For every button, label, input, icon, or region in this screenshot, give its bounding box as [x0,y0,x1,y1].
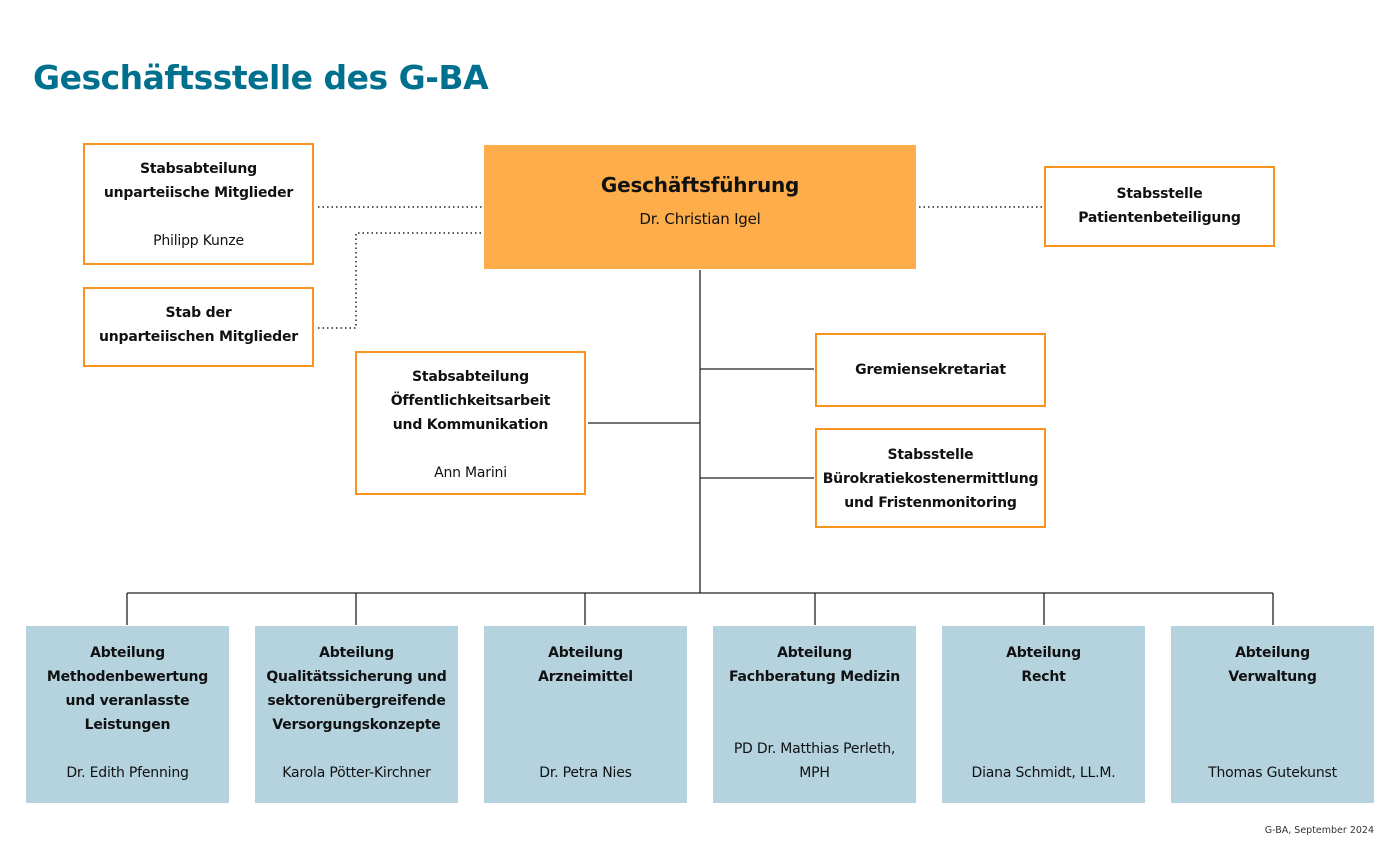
department-box-recht: Abteilung Recht Diana Schmidt, LL.M. [942,626,1145,803]
department-box-methodenbewertung: Abteilung Methodenbewertung und veranlas… [26,626,229,803]
box-title: Stabsstelle Bürokratiekostenermittlung u… [822,447,1039,511]
stabsabteilung-unparteiische-box: Stabsabteilung unparteiische Mitglieder … [83,143,314,265]
box-person: Dr. Christian Igel [639,210,761,228]
department-box-arzneimittel: Abteilung Arzneimittel Dr. Petra Nies [484,626,687,803]
box-person: Philipp Kunze [153,233,244,249]
patientenbeteiligung-box: Stabsstelle Patientenbeteiligung [1044,166,1275,247]
box-title: Geschäftsführung [600,173,800,197]
box-person: Diana Schmidt, LL.M. [971,765,1116,781]
box-title: Stab der unparteiischen Mitglieder [99,305,298,345]
department-box-verwaltung: Abteilung Verwaltung Thomas Gutekunst [1171,626,1374,803]
box-title: Abteilung Qualitätssicherung und sektore… [266,645,447,733]
gremiensekretariat-box: Gremiensekretariat [815,333,1046,407]
box-title: Stabsabteilung Öffentlichkeitsarbeit und… [390,369,551,433]
box-title: Abteilung Arzneimittel [538,645,633,685]
buerokratiekosten-box: Stabsstelle Bürokratiekostenermittlung u… [815,428,1046,528]
box-title: Stabsabteilung unparteiische Mitglieder [103,161,294,201]
page-title: Geschäftsstelle des G-BA [33,58,489,97]
box-title: Gremiensekretariat [855,362,1006,378]
department-box-fachberatung-medizin: Abteilung Fachberatung Medizin PD Dr. Ma… [713,626,916,803]
oeffentlichkeitsarbeit-box: Stabsabteilung Öffentlichkeitsarbeit und… [355,351,586,495]
dotted-line-stab [318,232,483,329]
box-person: Dr. Petra Nies [539,765,632,781]
geschaeftsfuehrung-box: Geschäftsführung Dr. Christian Igel [484,145,916,269]
box-title: Abteilung Recht [1006,645,1081,685]
box-title: Stabsstelle Patientenbeteiligung [1078,186,1241,226]
box-title: Abteilung Verwaltung [1228,645,1317,685]
box-person: Karola Pötter-Kirchner [282,765,431,781]
box-person: Dr. Edith Pfenning [66,765,189,781]
box-title: Abteilung Fachberatung Medizin [728,645,900,685]
box-person: Ann Marini [434,465,507,481]
box-person: Thomas Gutekunst [1208,765,1337,781]
box-title: Abteilung Methodenbewertung und veranlas… [46,645,209,733]
footer-credit: G-BA, September 2024 [1264,825,1374,836]
stab-unparteiische-box: Stab der unparteiischen Mitglieder [83,287,314,367]
box-person: PD Dr. Matthias Perleth, MPH [733,741,896,781]
department-box-qualitaetssicherung: Abteilung Qualitätssicherung und sektore… [255,626,458,803]
